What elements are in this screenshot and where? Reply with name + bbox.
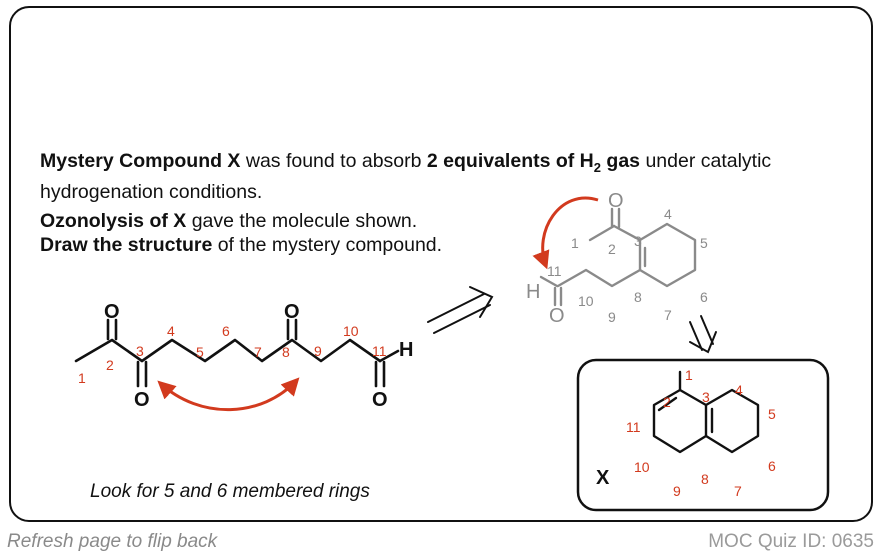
answer-label-x: X — [596, 467, 610, 489]
intermediate-aldehyde-h: H — [526, 281, 540, 303]
carbon-number-9: 9 — [314, 343, 322, 359]
answer-number-9: 9 — [673, 483, 681, 499]
carbon-number-10: 10 — [343, 323, 359, 339]
intermediate-aldehyde-o: O — [549, 305, 565, 327]
ozonolysis-product — [74, 318, 400, 388]
flip-back-link[interactable]: Refresh page to flip back — [7, 531, 218, 552]
carbon-number-8: 8 — [282, 344, 290, 360]
answer-number-3: 3 — [702, 389, 710, 405]
answer-number-5: 5 — [768, 406, 776, 422]
intermediate-number-10: 10 — [578, 293, 594, 309]
quiz-id: MOC Quiz ID: 0635 — [708, 531, 874, 552]
carbon-number-11: 11 — [372, 343, 387, 359]
intermediate-number-1: 1 — [571, 235, 579, 251]
carbon-number-7: 7 — [254, 344, 262, 360]
carbon-number-2: 2 — [106, 357, 114, 373]
compound-x-structure — [652, 370, 760, 454]
hint-text: Look for 5 and 6 membered rings — [90, 481, 370, 502]
oxygen-c2: O — [104, 301, 120, 323]
answer-number-4: 4 — [735, 382, 743, 398]
intermediate-molecule — [539, 207, 697, 307]
intermediate-number-8: 8 — [634, 289, 642, 305]
answer-number-10: 10 — [634, 459, 650, 475]
carbon-number-5: 5 — [196, 344, 204, 360]
carbon-number-4: 4 — [167, 323, 175, 339]
question-instructions: Ozonolysis of X gave the molecule shown.… — [40, 210, 443, 256]
intermediate-number-7: 7 — [664, 307, 672, 323]
retrosynthesis-arrow-2 — [689, 315, 717, 354]
intermediate-number-2: 2 — [608, 241, 616, 257]
intermediate-number-11: 11 — [547, 263, 562, 279]
intermediate-number-5: 5 — [700, 235, 708, 251]
oxygen-c8: O — [284, 301, 300, 323]
carbon-number-6: 6 — [222, 323, 230, 339]
answer-number-1: 1 — [685, 367, 693, 383]
intermediate-number-3: 3 — [634, 233, 642, 249]
answer-box — [576, 358, 830, 512]
intermediate-number-6: 6 — [700, 289, 708, 305]
quiz-card — [9, 6, 873, 522]
aldol-arrow — [532, 196, 599, 270]
oxygen-c11: O — [372, 389, 388, 411]
answer-number-2: 2 — [663, 394, 671, 410]
answer-number-6: 6 — [768, 458, 776, 474]
answer-number-11: 11 — [626, 419, 641, 435]
intermediate-number-9: 9 — [608, 309, 616, 325]
question-statement: Mystery Compound X was found to absorb 2… — [40, 150, 772, 203]
intermediate-number-4: 4 — [664, 206, 672, 222]
carbon-number-3: 3 — [136, 343, 144, 359]
oxygen-c3: O — [134, 389, 150, 411]
answer-number-7: 7 — [734, 483, 742, 499]
intermediate-ketone-o: O — [608, 190, 624, 212]
bond-formation-arrow — [157, 377, 300, 412]
retrosynthesis-arrow-1 — [427, 286, 494, 334]
answer-number-8: 8 — [701, 471, 709, 487]
aldehyde-h: H — [399, 339, 413, 361]
carbon-number-1: 1 — [78, 370, 86, 386]
